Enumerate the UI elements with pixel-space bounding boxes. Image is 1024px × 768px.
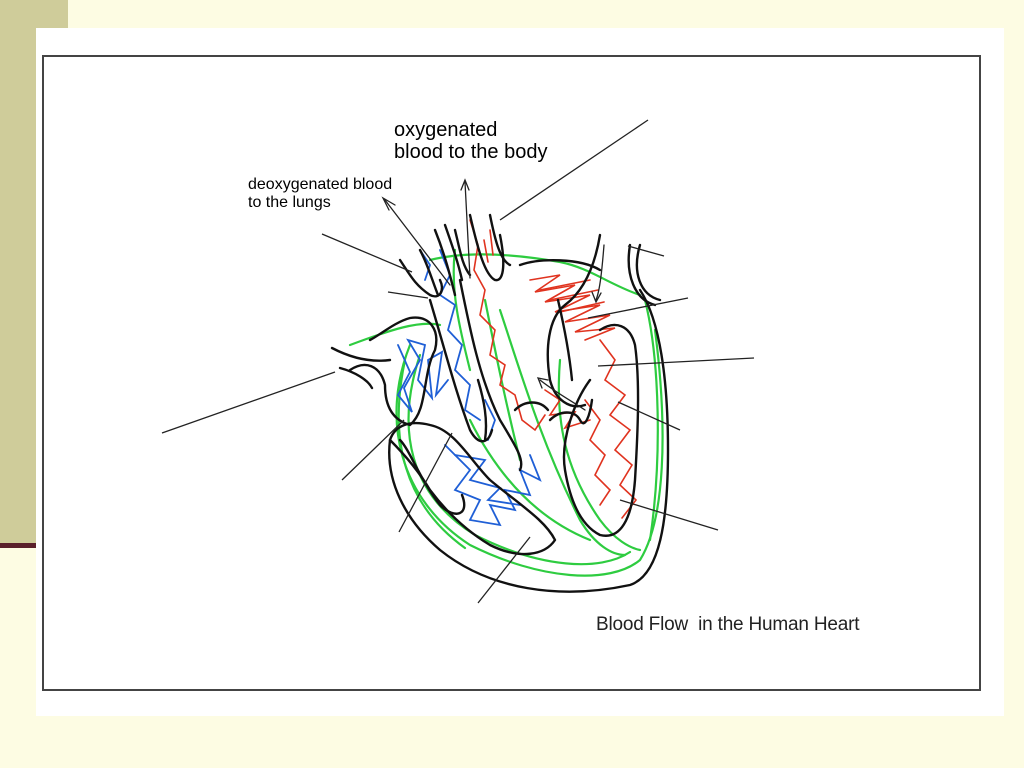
heart-wall-fill bbox=[348, 248, 664, 577]
deoxygenated-blood-fill bbox=[396, 249, 542, 527]
oxygenated-blood-fill bbox=[469, 219, 638, 519]
flow-arrows bbox=[381, 178, 605, 411]
oxygenated-label-line2: blood to the body bbox=[394, 141, 548, 164]
oxygenated-blood-label: oxygenated blood to the body bbox=[394, 119, 547, 164]
deoxygenated-blood-label: deoxygenated blood to the lungs bbox=[248, 176, 392, 212]
oxygenated-label-line1: oxygenated bbox=[394, 119, 498, 141]
diagram-frame bbox=[42, 55, 981, 691]
deoxygenated-label-line2: to the lungs bbox=[248, 193, 331, 211]
diagram-title: Blood Flow in the Human Heart bbox=[596, 614, 860, 635]
deoxygenated-label-line1: deoxygenated blood bbox=[248, 176, 393, 193]
slide-rule bbox=[0, 543, 40, 548]
heart-outline bbox=[330, 213, 670, 593]
label-leader-lines bbox=[161, 119, 755, 604]
